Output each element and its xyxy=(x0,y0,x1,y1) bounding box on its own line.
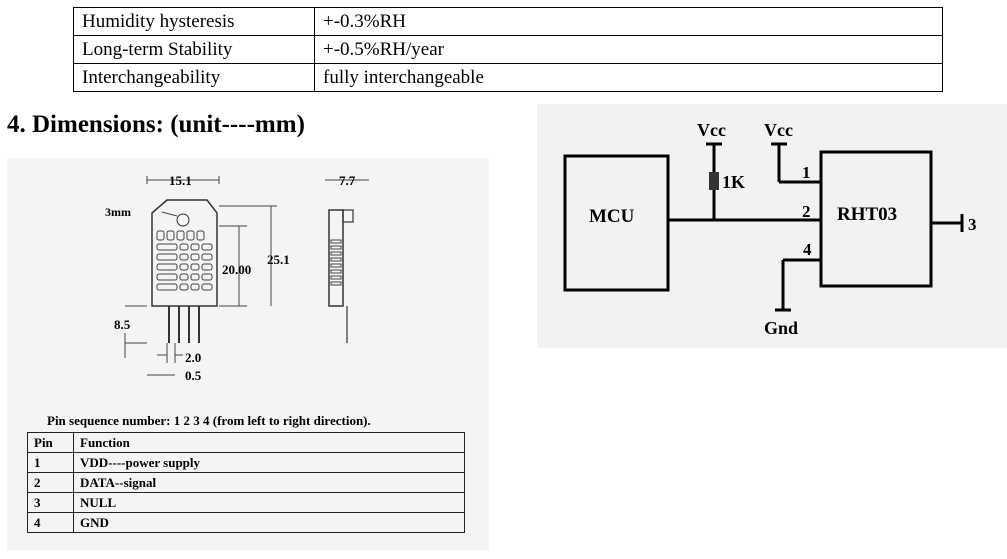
pin-sequence-caption: Pin sequence number: 1 2 3 4 (from left … xyxy=(47,413,371,428)
pin-number: 1 xyxy=(27,452,74,473)
pitch-dimension-label: 2.0 xyxy=(185,350,201,365)
spec-property: Long-term Stability xyxy=(73,35,315,64)
dimension-drawing: 15.1 7.7 3mm 20.00 25.1 8.5 2.0 0.5 xyxy=(105,173,369,383)
spec-value: +-0.3%RH xyxy=(314,7,943,36)
pin-width-dimension-label: 0.5 xyxy=(185,368,202,383)
pin-number: 4 xyxy=(27,512,74,533)
pin2-label: 2 xyxy=(802,202,811,221)
gnd-label: Gnd xyxy=(764,318,798,338)
circuit-drawing: Vcc Vcc 1K MCU RHT03 1 2 3 4 Gnd xyxy=(563,120,977,338)
pin-function: DATA--signal xyxy=(73,472,465,493)
height-dimension-label: 20.00 xyxy=(222,262,251,277)
column-header: Pin xyxy=(27,432,74,453)
pin-function: GND xyxy=(73,512,465,533)
circuit-diagram: Vcc Vcc 1K MCU RHT03 1 2 3 4 Gnd xyxy=(537,104,1007,348)
mcu-label: MCU xyxy=(589,206,635,227)
table-row: 1 VDD----power supply xyxy=(27,452,465,473)
table-header-row: Pin Function xyxy=(27,432,465,453)
spec-table: Humidity hysteresis +-0.3%RH Long-term S… xyxy=(73,7,943,92)
depth-dimension-label: 7.7 xyxy=(339,173,356,188)
pin-number: 3 xyxy=(27,492,74,513)
pin1-label: 1 xyxy=(802,163,811,182)
spec-value: +-0.5%RH/year xyxy=(314,35,943,64)
pin-table: Pin Function 1 VDD----power supply 2 DAT… xyxy=(27,432,465,533)
table-row: 2 DATA--signal xyxy=(27,472,465,493)
dimensions-figure: 15.1 7.7 3mm 20.00 25.1 8.5 2.0 0.5 Pin … xyxy=(7,158,489,550)
sensor-label: RHT03 xyxy=(837,204,897,225)
pin3-label: 3 xyxy=(968,215,977,234)
spec-value: fully interchangeable xyxy=(314,63,943,92)
spec-property: Humidity hysteresis xyxy=(73,7,315,36)
pin-length-dimension-label: 8.5 xyxy=(114,317,131,332)
column-header: Function xyxy=(73,432,465,453)
section-title: 4. Dimensions: (unit----mm) xyxy=(7,111,305,138)
table-row: 4 GND xyxy=(27,512,465,533)
mcu-block xyxy=(563,154,670,292)
table-row: Long-term Stability +-0.5%RH/year xyxy=(73,35,943,64)
table-row: Humidity hysteresis +-0.3%RH xyxy=(73,7,943,36)
vcc-left-label: Vcc xyxy=(697,120,726,140)
pin-number: 2 xyxy=(27,472,74,493)
table-row: 3 NULL xyxy=(27,492,465,513)
resistor-label: 1K xyxy=(722,172,745,192)
spec-property: Interchangeability xyxy=(73,63,315,92)
vcc-right-label: Vcc xyxy=(764,120,793,140)
width-dimension-label: 15.1 xyxy=(169,173,192,188)
resistor-icon xyxy=(709,172,719,190)
pin4-label: 4 xyxy=(803,240,812,259)
total-height-dimension-label: 25.1 xyxy=(267,252,290,267)
pin-function: NULL xyxy=(73,492,465,513)
hole-dimension-label: 3mm xyxy=(105,205,131,219)
table-row: Interchangeability fully interchangeable xyxy=(73,63,943,92)
pin-function: VDD----power supply xyxy=(73,452,465,473)
